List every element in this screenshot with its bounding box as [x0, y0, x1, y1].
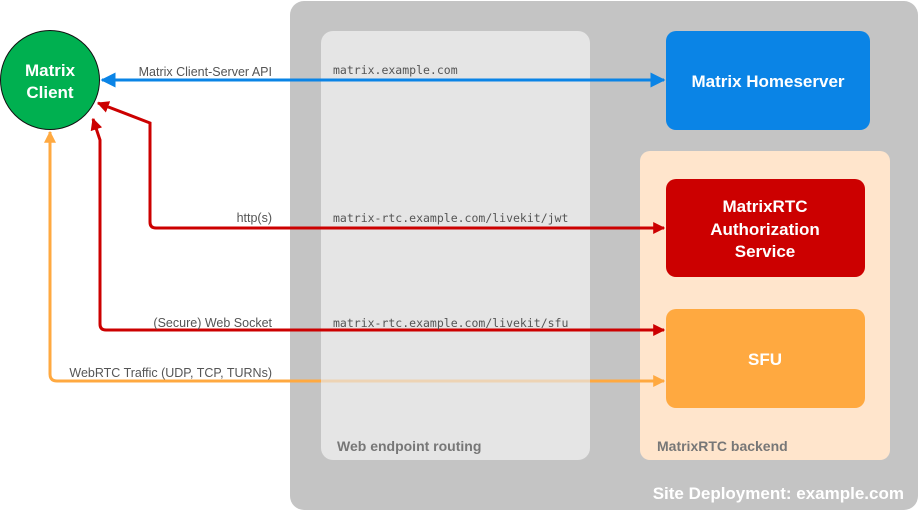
- jwt-endpoint: matrix-rtc.example.com/livekit/jwt: [333, 211, 568, 225]
- auth-service-label-3: Service: [735, 242, 796, 261]
- matrix-client-node: [0, 30, 100, 130]
- matrix-client-label-1: Matrix: [25, 61, 76, 80]
- web-routing-group: [321, 31, 590, 460]
- rtc-backend-label: MatrixRTC backend: [657, 438, 788, 454]
- sfu-box: [666, 309, 865, 408]
- homeserver-label: Matrix Homeserver: [691, 72, 844, 91]
- webrtc-arrow-fade: [321, 378, 590, 384]
- site-deployment-label: Site Deployment: example.com: [653, 484, 904, 503]
- web-routing-label: Web endpoint routing: [337, 438, 481, 454]
- websocket-label: (Secure) Web Socket: [153, 316, 272, 330]
- homeserver-box: [666, 31, 870, 130]
- auth-service-label-2: Authorization: [710, 220, 820, 239]
- homeserver-endpoint: matrix.example.com: [333, 63, 458, 77]
- webrtc-label: WebRTC Traffic (UDP, TCP, TURNs): [69, 366, 272, 380]
- sfu-label: SFU: [748, 350, 782, 369]
- webrtc-arrow: [44, 130, 666, 387]
- client-server-api-label: Matrix Client-Server API: [139, 65, 272, 79]
- sfu-endpoint: matrix-rtc.example.com/livekit/sfu: [333, 316, 568, 330]
- http-label: http(s): [237, 211, 272, 225]
- auth-service-label-1: MatrixRTC: [722, 197, 807, 216]
- auth-service-box: [666, 179, 865, 277]
- matrix-client-label-2: Client: [26, 83, 74, 102]
